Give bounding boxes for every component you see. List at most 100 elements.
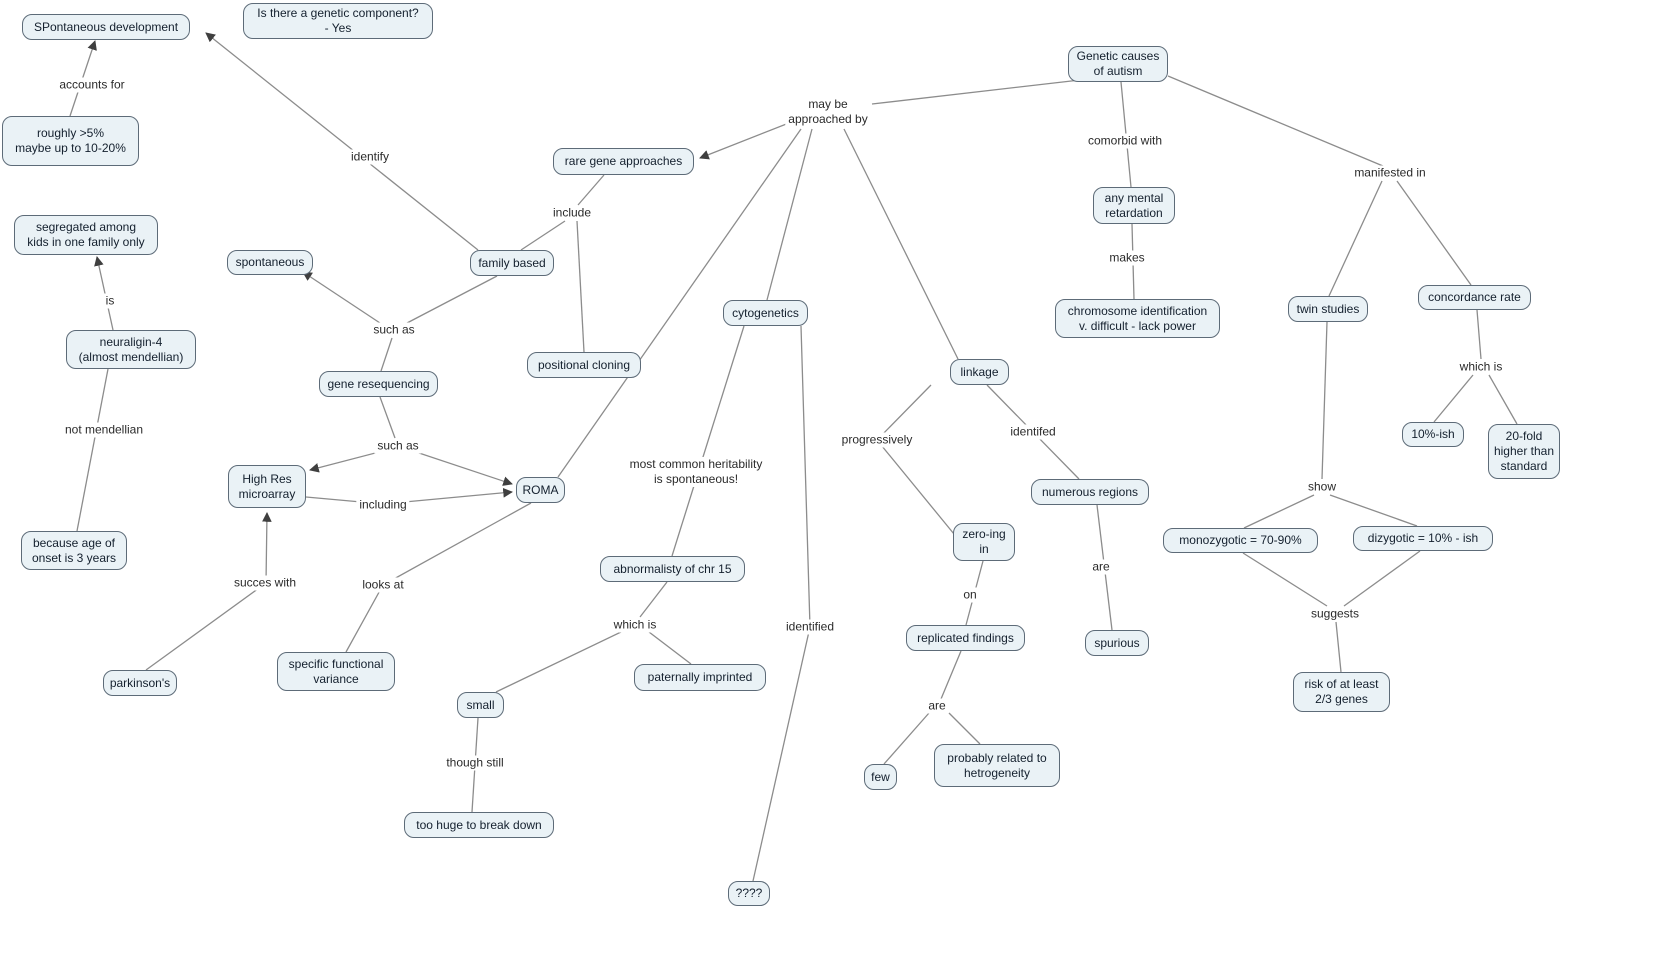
concept-node-numerous-regions[interactable]: numerous regions [1031,479,1149,505]
edge-parkinsons-to-high-res-microarray [145,512,272,671]
concept-node-chromosome-identification[interactable]: chromosome identification v. difficult -… [1055,299,1220,338]
concept-node-replicated-findings[interactable]: replicated findings [906,625,1025,651]
edge-may-be-approached-by-to-cytogenetics [766,128,813,301]
link-label-are-2[interactable]: are [925,698,949,714]
link-label-are-1[interactable]: are [1089,559,1113,575]
edge-gene-resequencing-to-such-as-2 [379,396,396,439]
concept-node-gene-resequencing[interactable]: gene resequencing [319,371,438,397]
concept-node-cytogenetics[interactable]: cytogenetics [723,300,808,326]
concept-node-spontaneous[interactable]: spontaneous [227,250,313,275]
link-label-most-common-heritability[interactable]: most common heritability is spontaneous! [626,457,766,487]
concept-node-small[interactable]: small [457,692,504,718]
edge-may-be-approached-by-to-rare-gene-approaches [699,120,795,160]
concept-node-positional-cloning[interactable]: positional cloning [527,352,641,378]
concept-node-zeroing-in[interactable]: zero-ing in [953,523,1015,561]
concept-node-twenty-fold-higher[interactable]: 20-fold higher than standard [1488,424,1560,479]
edge-neuraligin-4-to-because-age-of-onset [76,368,109,532]
concept-node-concordance-rate[interactable]: concordance rate [1418,285,1531,310]
edge-cytogenetics-to-unknown [752,325,811,882]
link-label-on[interactable]: on [960,587,980,603]
link-label-comorbid-with[interactable]: comorbid with [1084,133,1166,149]
edge-family-based-to-such-as-1 [406,275,498,324]
link-label-suggests[interactable]: suggests [1307,606,1363,622]
link-label-is[interactable]: is [102,293,118,309]
concept-node-roma[interactable]: ROMA [516,477,565,503]
concept-node-spontaneous-development[interactable]: SPontaneous development [22,14,190,40]
concept-node-paternally-imprinted[interactable]: paternally imprinted [634,664,766,691]
edge-are-2-to-few [883,712,930,765]
concept-node-few[interactable]: few [864,764,897,790]
concept-node-unknown[interactable]: ???? [728,881,770,906]
edge-cytogenetics-to-abnormality-chr15 [671,325,745,557]
edge-linkage-to-zeroing-in [876,384,955,535]
link-label-accounts-for[interactable]: accounts for [56,77,128,93]
concept-node-genetic-causes-of-autism[interactable]: Genetic causes of autism [1068,46,1168,82]
concept-node-risk-two-thirds[interactable]: risk of at least 2/3 genes [1293,672,1390,712]
edge-which-is-2-to-paternally-imprinted [648,631,692,665]
link-label-identify[interactable]: identify [347,149,393,165]
link-label-such-as-1[interactable]: such as [370,322,418,338]
concept-node-abnormality-chr15[interactable]: abnormalisty of chr 15 [600,556,745,582]
concept-node-parkinsons[interactable]: parkinson's [103,670,177,696]
concept-node-ten-percent-ish[interactable]: 10%-ish [1402,422,1464,447]
link-label-which-is-2[interactable]: which is [610,617,660,633]
edge-which-is-2-to-small [495,631,622,693]
edge-show-to-monozygotic [1243,494,1315,529]
concept-node-segregated-among-kids[interactable]: segregated among kids in one family only [14,215,158,255]
edge-genetic-causes-of-autism-to-may-be-approached-by [871,79,1081,105]
concept-node-too-huge[interactable]: too huge to break down [404,812,554,838]
link-label-may-be-approached-by[interactable]: may be approached by [785,97,871,127]
link-label-including[interactable]: including [356,497,410,513]
concept-node-spurious[interactable]: spurious [1085,630,1149,656]
edge-such-as-2-to-high-res-microarray [309,450,384,473]
edge-which-is-1-to-ten-percent-ish [1433,374,1474,423]
concept-node-because-age-of-onset[interactable]: because age of onset is 3 years [21,531,127,570]
link-label-though-still[interactable]: though still [443,755,507,771]
edge-which-is-1-to-twenty-fold-higher [1488,374,1518,425]
concept-node-dizygotic[interactable]: dizygotic = 10% - ish [1353,526,1493,551]
link-label-looks-at[interactable]: looks at [359,577,407,593]
edge-suggests-to-risk-two-thirds [1335,621,1342,673]
edge-rare-gene-approaches-to-include [577,174,605,206]
link-label-succes-with[interactable]: succes with [230,575,300,591]
edge-are-2-to-probably-heterogeneity [948,712,981,745]
concept-node-probably-heterogeneity[interactable]: probably related to hetrogeneity [934,744,1060,787]
edge-concordance-rate-to-which-is-1 [1476,309,1482,360]
edge-may-be-approached-by-to-linkage [843,128,959,360]
link-label-progressively[interactable]: progressively [838,432,916,448]
link-label-which-is-1[interactable]: which is [1456,359,1506,375]
link-label-identified[interactable]: identified [782,619,838,635]
edge-replicated-findings-to-are-2 [940,650,962,700]
link-label-identifed[interactable]: identifed [1007,424,1059,440]
edge-such-as-1-to-gene-resequencing [380,337,393,372]
edge-manifested-in-to-concordance-rate [1396,180,1472,286]
concept-node-family-based[interactable]: family based [470,250,554,276]
edge-such-as-1-to-spontaneous [302,271,381,324]
concept-node-twin-studies[interactable]: twin studies [1288,296,1368,322]
edge-twin-studies-to-show [1321,321,1328,480]
edge-dizygotic-to-suggests [1343,550,1421,607]
link-label-makes[interactable]: makes [1106,250,1148,266]
concept-node-roughly-5-percent[interactable]: roughly >5% maybe up to 10-20% [2,116,139,166]
concept-node-genetic-component[interactable]: Is there a genetic component? - Yes [243,3,433,39]
edge-family-based-to-spontaneous-development [205,32,479,251]
concept-node-specific-functional-variance[interactable]: specific functional variance [277,652,395,691]
concept-node-linkage[interactable]: linkage [950,359,1009,385]
concept-node-rare-gene-approaches[interactable]: rare gene approaches [553,148,694,175]
link-label-manifested-in[interactable]: manifested in [1351,165,1429,181]
concept-node-any-mental-retardation[interactable]: any mental retardation [1093,187,1175,224]
concept-node-neuraligin-4[interactable]: neuraligin-4 (almost mendellian) [66,330,196,369]
link-label-include[interactable]: include [549,205,595,221]
concept-node-high-res-microarray[interactable]: High Res microarray [228,465,306,508]
link-label-show[interactable]: show [1304,479,1340,495]
edge-include-to-positional-cloning [576,220,585,353]
edge-monozygotic-to-suggests [1242,552,1328,607]
edge-include-to-family-based [520,220,566,251]
edge-manifested-in-to-twin-studies [1328,180,1383,297]
link-label-such-as-2[interactable]: such as [374,438,422,454]
edge-may-be-approached-by-to-roma [557,128,802,478]
concept-node-monozygotic[interactable]: monozygotic = 70-90% [1163,528,1318,553]
link-label-not-mendellian[interactable]: not mendellian [61,422,147,438]
edge-abnormality-chr15-to-which-is-2 [639,581,668,618]
